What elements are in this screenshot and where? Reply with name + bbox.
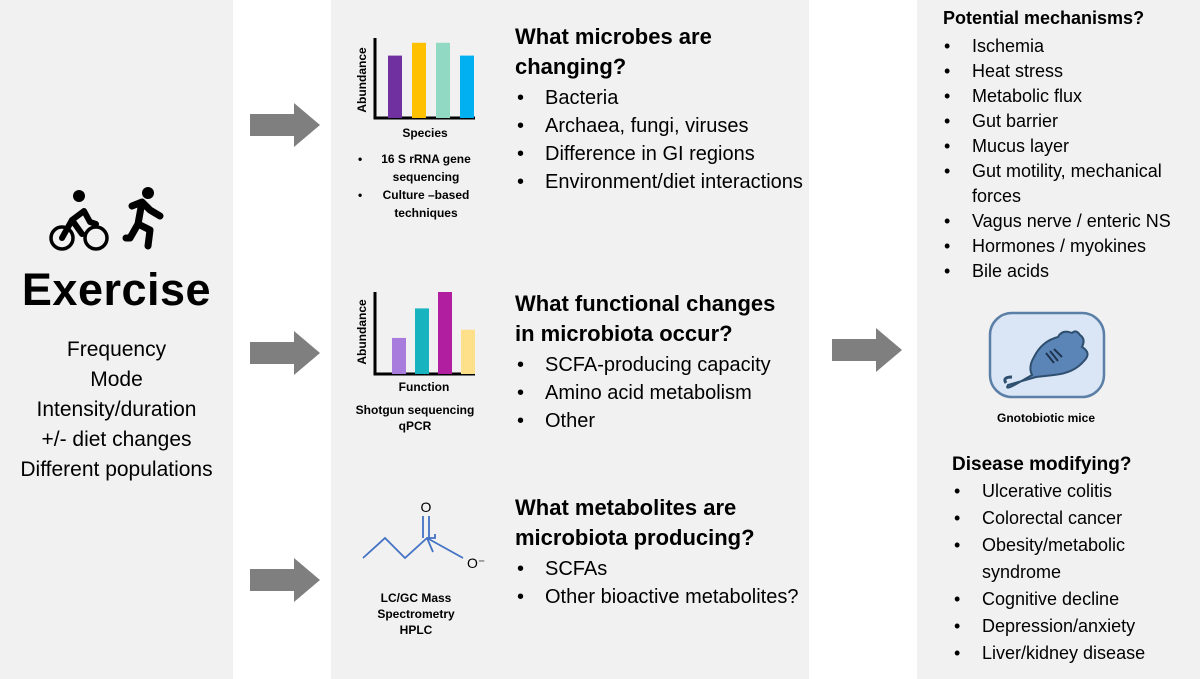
y-axis-label: Abundance (355, 47, 369, 113)
question-list: SCFAs Other bioactive metabolites? (515, 555, 805, 611)
question-list: SCFA-producing capacity Amino acid metab… (515, 351, 800, 435)
chart-bar (388, 55, 402, 118)
method-line: qPCR (398, 419, 432, 433)
list-item: Archaea, fungi, viruses (515, 112, 805, 140)
arrow-right-icon (250, 331, 320, 375)
question-title: What metabolites are microbiota producin… (515, 495, 755, 550)
method-line: Shotgun sequencing (355, 403, 475, 417)
exercise-factors-list: Frequency Mode Intensity/duration +/- di… (0, 335, 233, 485)
disease-title: Disease modifying? (952, 454, 1132, 475)
mechanisms-title: Potential mechanisms? (943, 8, 1145, 28)
function-abundance-chart: Abundance Function (355, 292, 475, 394)
factor-item: Different populations (20, 458, 213, 481)
function-methods-caption: Shotgun sequencing qPCR (350, 402, 480, 434)
chart-bar (460, 55, 474, 118)
x-axis-label: Function (399, 380, 450, 394)
list-item: Depression/anxiety (951, 613, 1191, 640)
arrow-right-icon (250, 558, 320, 602)
list-item: Heat stress (941, 59, 1181, 84)
butyrate-molecule-icon: O O⁻ (362, 499, 485, 571)
chart-bar (415, 308, 429, 374)
list-item: Environment/diet interactions (515, 168, 805, 196)
list-item: Other (515, 407, 800, 435)
list-item: SCFA-producing capacity (515, 351, 800, 379)
list-item: Gut motility, mechanical forces (941, 159, 1181, 209)
list-item: Amino acid metabolism (515, 379, 800, 407)
oxygen-atom-label: O (421, 499, 432, 515)
metabolite-methods-caption: LC/GC Mass Spectrometry HPLC (356, 590, 476, 638)
microbes-question-block: What microbes are changing? Bacteria Arc… (515, 22, 805, 196)
chart-bar (438, 292, 452, 374)
method-line: Spectrometry (377, 607, 455, 621)
microbe-methods-list: 16 S rRNA gene sequencing Culture –based… (358, 150, 478, 222)
x-axis-label: Species (402, 126, 448, 140)
list-item: Bacteria (515, 84, 805, 112)
gnotobiotic-mouse-icon (988, 311, 1106, 399)
chart-bar (392, 337, 406, 374)
list-item: Vagus nerve / enteric NS (941, 209, 1181, 234)
list-item: Difference in GI regions (515, 140, 805, 168)
chart-bar (412, 42, 426, 118)
list-item: Cognitive decline (951, 586, 1191, 613)
list-item: Ulcerative colitis (951, 478, 1191, 505)
method-item: 16 S rRNA gene sequencing (358, 150, 478, 186)
list-item: Mucus layer (941, 134, 1181, 159)
list-item: Ischemia (941, 34, 1181, 59)
exercise-panel (0, 0, 233, 679)
question-title: What microbes are changing? (515, 24, 712, 79)
runner-icon (122, 187, 164, 250)
chart-bar (436, 42, 450, 118)
arrow-right-icon (250, 103, 320, 147)
question-list: Bacteria Archaea, fungi, viruses Differe… (515, 84, 805, 196)
list-item: Bile acids (941, 259, 1181, 284)
exercise-icons (49, 187, 164, 251)
mechanisms-list: Ischemia Heat stress Metabolic flux Gut … (941, 34, 1181, 284)
list-item: Metabolic flux (941, 84, 1181, 109)
cyclist-icon (49, 190, 109, 251)
functional-question-block: What functional changes in microbiota oc… (515, 289, 800, 435)
species-abundance-chart: Abundance Species (355, 38, 475, 140)
list-item: Gut barrier (941, 109, 1181, 134)
question-title: What functional changes in microbiota oc… (515, 291, 776, 346)
factor-item: Frequency (66, 338, 167, 361)
arrow-right-icon (832, 328, 902, 372)
factor-item: +/- diet changes (41, 428, 192, 451)
method-line: HPLC (399, 623, 433, 637)
list-item: Colorectal cancer (951, 505, 1191, 532)
list-item: SCFAs (515, 555, 805, 583)
chart-bar (461, 329, 475, 374)
list-item: Other bioactive metabolites? (515, 583, 805, 611)
list-item: Obesity/metabolic syndrome (951, 532, 1191, 586)
factor-item: Mode (90, 368, 143, 391)
method-line: LC/GC Mass (380, 591, 452, 605)
list-item: Liver/kidney disease (951, 640, 1191, 667)
y-axis-label: Abundance (355, 299, 369, 365)
disease-list: Ulcerative colitis Colorectal cancer Obe… (951, 478, 1191, 667)
oxygen-anion-label: O⁻ (467, 555, 485, 571)
factor-item: Intensity/duration (36, 398, 197, 421)
list-item: Hormones / myokines (941, 234, 1181, 259)
metabolites-question-block: What metabolites are microbiota producin… (515, 493, 805, 611)
exercise-title: Exercise (21, 264, 212, 315)
method-item: Culture –based techniques (358, 186, 478, 222)
gnotobiotic-mice-caption: Gnotobiotic mice (996, 411, 1095, 425)
